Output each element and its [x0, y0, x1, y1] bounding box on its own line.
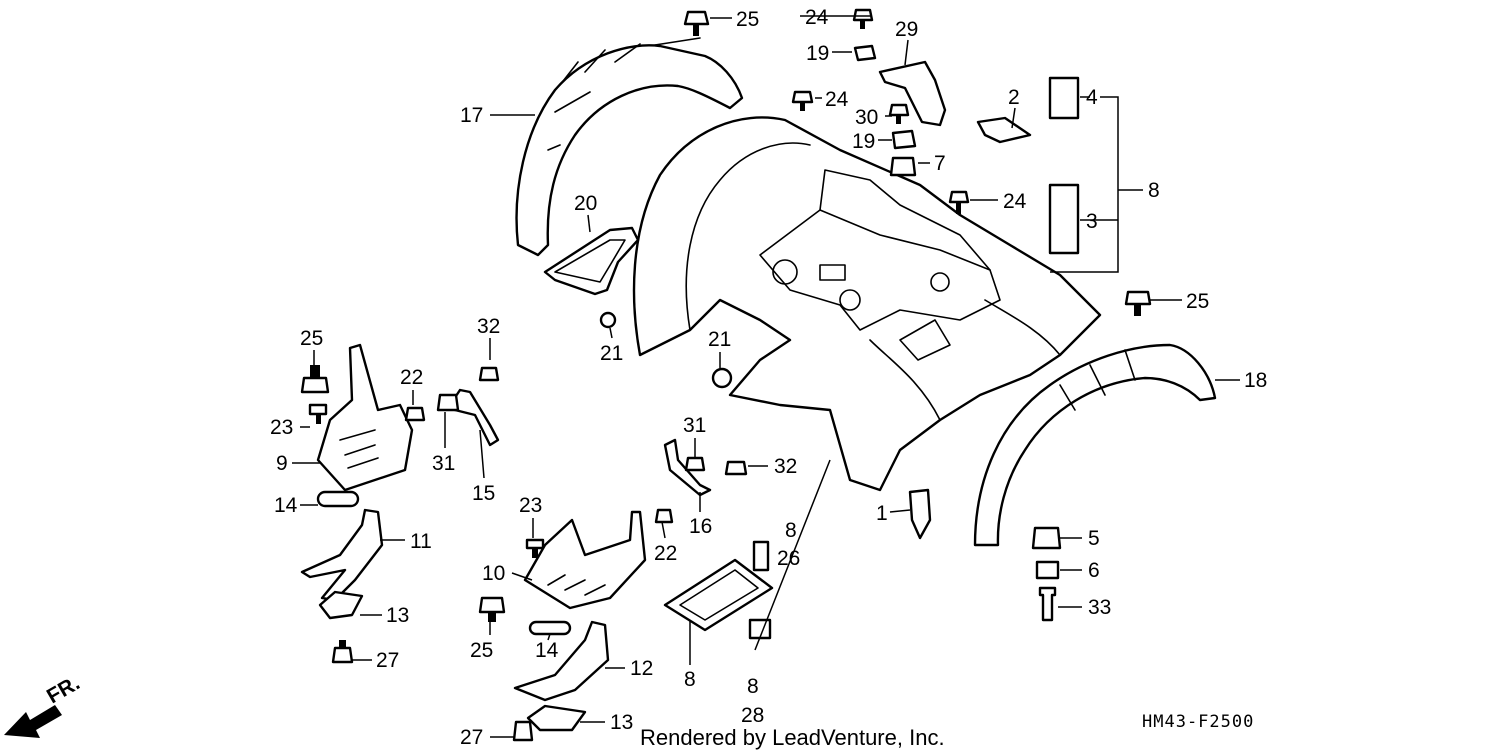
callout-label: 4 — [1086, 86, 1098, 109]
part-stay-15 — [448, 388, 500, 447]
callout-label: 24 — [825, 88, 849, 111]
callout-label: 33 — [1088, 596, 1111, 619]
part-trim-1 — [908, 488, 932, 540]
part-clip-19a — [853, 44, 877, 62]
callout-label: 22 — [400, 366, 423, 389]
callout-label: 26 — [777, 547, 800, 570]
part-stay-16 — [663, 438, 712, 497]
fasteners — [300, 8, 1152, 742]
callout-label: 19 — [852, 130, 875, 153]
callout-label: 25 — [470, 639, 493, 662]
callout-labels: 25 24 29 19 4 17 24 30 2 19 7 8 24 3 20 … — [270, 6, 1267, 749]
callout-label: 21 — [600, 342, 623, 365]
callout-label: 25 — [1186, 290, 1209, 313]
callout-label: 27 — [460, 726, 483, 749]
callout-label: 30 — [855, 106, 878, 129]
part-clip-2 — [976, 116, 1032, 144]
callout-label: 8 — [684, 668, 696, 691]
callout-label: 12 — [630, 657, 653, 680]
part-fender-flare-left — [515, 37, 744, 257]
callout-label: 28 — [741, 704, 764, 727]
callout-label: 11 — [410, 530, 432, 553]
callout-label: 13 — [386, 604, 409, 627]
part-nut-13b — [526, 704, 587, 732]
callout-label: 8 — [1148, 179, 1160, 202]
part-bracket-20 — [543, 226, 640, 296]
callout-label: 6 — [1088, 559, 1100, 582]
callout-label: 19 — [806, 42, 829, 65]
callout-label: 18 — [1244, 369, 1267, 392]
diagram-code: HM43-F2500 — [1142, 712, 1254, 732]
callout-label: 8 — [747, 675, 759, 698]
part-plate-9 — [316, 343, 414, 492]
part-stay-11 — [300, 508, 384, 602]
callout-label: 14 — [274, 494, 298, 517]
callout-label: 23 — [270, 416, 293, 439]
callout-label: 9 — [276, 452, 288, 475]
part-pad-8 — [663, 558, 774, 632]
part-collar-14a — [316, 490, 360, 508]
callout-label: 8 — [785, 519, 797, 542]
callout-label: 2 — [1008, 86, 1020, 109]
callout-label: 3 — [1086, 210, 1098, 233]
callout-label: 25 — [736, 8, 759, 31]
callout-label: 24 — [805, 6, 829, 29]
callout-label: 22 — [654, 542, 677, 565]
callout-label: 17 — [460, 104, 483, 127]
part-collar-14b — [528, 620, 572, 636]
part-stay-12 — [513, 620, 610, 702]
callout-label: 21 — [708, 328, 731, 351]
part-grommet-5 — [1031, 526, 1062, 550]
part-fender-flare-right — [973, 343, 1217, 547]
callout-label: 27 — [376, 649, 399, 672]
direction-label: FR. — [43, 671, 84, 708]
callout-label: 1 — [876, 502, 888, 525]
part-clip-19b — [891, 129, 917, 150]
part-collar-6 — [1035, 560, 1060, 580]
callout-label: 24 — [1003, 190, 1027, 213]
part-plate-10 — [523, 510, 647, 610]
callout-label: 32 — [774, 455, 797, 478]
part-reflector-4 — [1048, 76, 1080, 120]
callout-label: 20 — [574, 192, 597, 215]
part-bolt-33 — [1038, 586, 1057, 622]
credit-text: Rendered by LeadVenture, Inc. — [640, 725, 945, 750]
callout-label: 15 — [472, 482, 495, 505]
callout-label: 31 — [432, 452, 455, 475]
leader-lines — [292, 15, 1240, 738]
callout-label: 25 — [300, 327, 323, 350]
callout-label: 10 — [482, 562, 505, 585]
part-strap-29 — [878, 60, 947, 127]
callout-label: 31 — [683, 414, 706, 437]
callout-label: 5 — [1088, 527, 1100, 550]
callout-label: 14 — [535, 639, 559, 662]
part-reflector-3 — [1048, 183, 1080, 255]
callout-label: 13 — [610, 711, 633, 734]
callout-label: 16 — [689, 515, 712, 538]
callout-label: 29 — [895, 18, 918, 41]
part-grommet-7 — [889, 156, 917, 177]
part-rear-fender-body — [632, 116, 1102, 492]
callout-label: 23 — [519, 494, 542, 517]
part-nut-13a — [318, 590, 364, 620]
callout-label: 7 — [934, 152, 946, 175]
callout-label: 32 — [477, 315, 500, 338]
direction-arrow — [4, 705, 62, 738]
